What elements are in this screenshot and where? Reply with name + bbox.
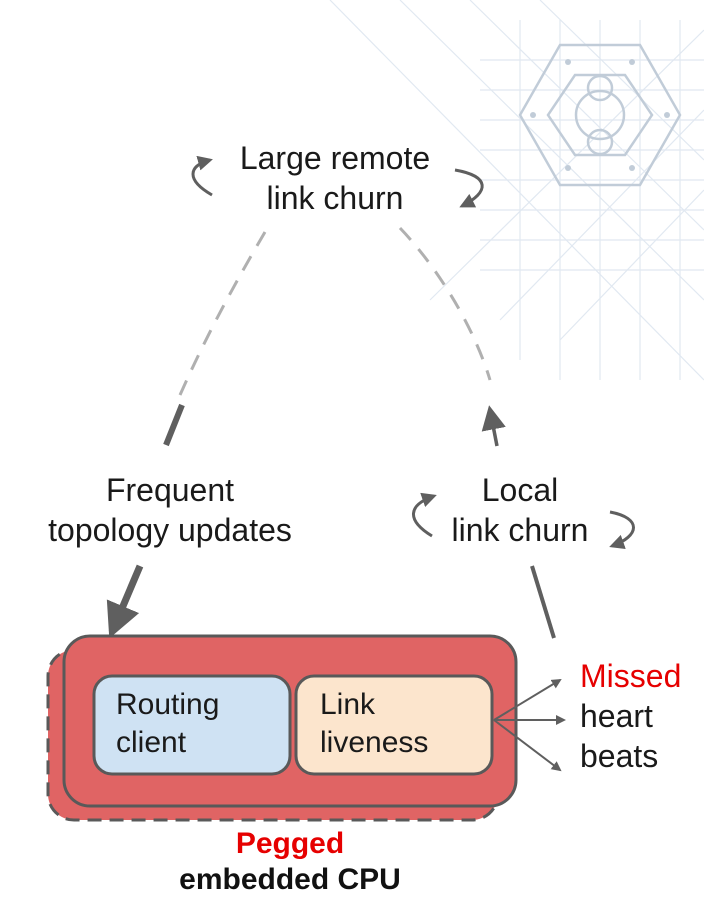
frequent-line2: topology updates: [48, 512, 292, 548]
logo-watermark-icon: [329, 0, 704, 381]
frequent-label: Frequent topology updates: [10, 470, 330, 550]
cpu-line2: embedded CPU: [179, 863, 401, 896]
missed-line3: beats: [580, 738, 659, 774]
routing-client-line2: client: [116, 726, 187, 759]
frequent-line1: Frequent: [105, 472, 235, 508]
local-line2: link churn: [451, 512, 589, 548]
solid-connector-left: [163, 403, 185, 447]
cpu-line1: Pegged: [235, 827, 345, 860]
routing-client-line1: Routing: [116, 688, 220, 721]
local-line1: Local: [481, 472, 559, 508]
routing-client-box: [92, 674, 292, 776]
cycle-arrow-icon: [412, 492, 437, 538]
link-liveness-line2: liveness: [320, 726, 429, 759]
missed-line1: Missed: [580, 658, 682, 694]
link-liveness-label: Link liveness: [320, 686, 428, 762]
cpu-label: Pegged embedded CPU: [100, 826, 480, 898]
cycle-arrow-icon: [454, 168, 484, 208]
arrow-heartbeat-3: [493, 719, 562, 772]
link-liveness-line1: Link: [320, 688, 376, 721]
large-remote-line1: Large remote: [239, 140, 431, 176]
dashed-connector-right: [398, 226, 492, 381]
large-remote-line2: link churn: [266, 180, 404, 216]
arrow-heartbeat-1: [493, 678, 562, 721]
arrow-frequent-to-cpu: [106, 564, 144, 639]
local-label: Local link churn: [420, 470, 620, 550]
routing-client-label: Routing client: [116, 686, 219, 762]
missed-heartbeats-label: Missed heart beats: [580, 656, 681, 776]
arrow-up-to-local: [481, 405, 506, 447]
large-remote-label: Large remote link churn: [200, 138, 470, 218]
dashed-connector-left: [178, 231, 267, 396]
cycle-arrow-icon: [609, 510, 635, 550]
line-local-to-cpu: [530, 565, 556, 639]
cycle-arrow-icon: [191, 155, 213, 197]
missed-line2: heart: [580, 698, 653, 734]
link-liveness-box: [294, 674, 494, 776]
